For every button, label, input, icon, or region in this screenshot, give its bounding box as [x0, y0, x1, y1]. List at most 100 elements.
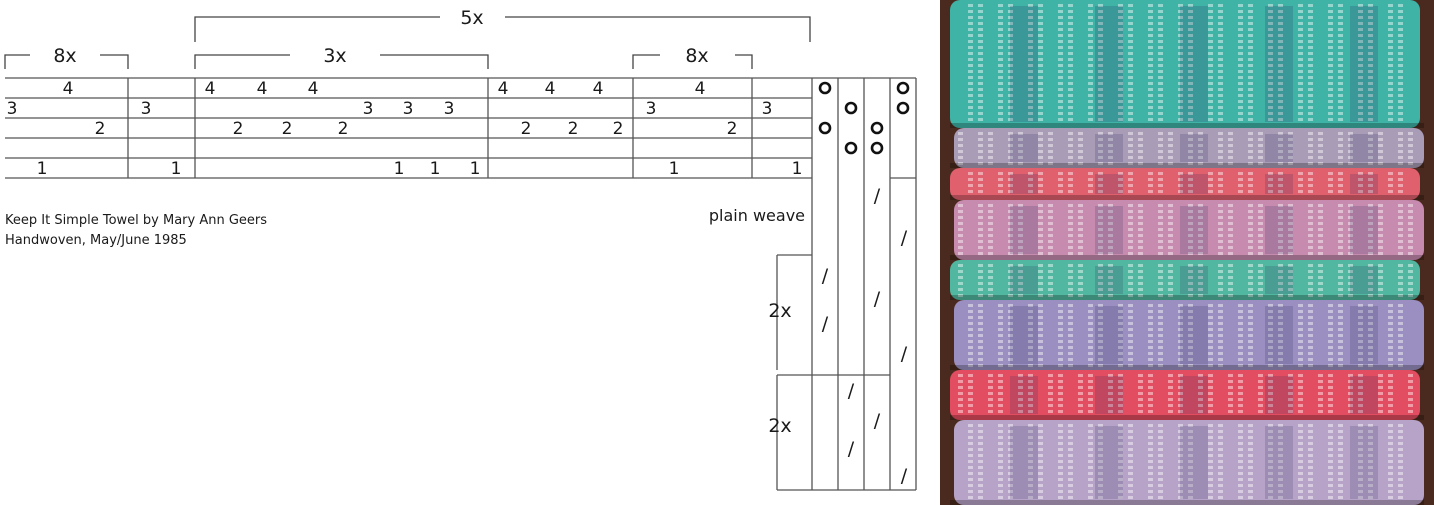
weave-texture — [1378, 210, 1383, 213]
weave-texture — [1258, 392, 1263, 395]
weave-texture — [1128, 100, 1133, 103]
weave-texture — [1028, 28, 1033, 31]
weave-texture — [1398, 448, 1403, 451]
weave-texture — [1368, 138, 1373, 141]
weave-texture — [978, 112, 983, 115]
weave-texture — [1088, 328, 1093, 331]
weave-texture — [1128, 460, 1133, 463]
weave-texture — [1278, 88, 1283, 91]
weave-texture — [1008, 316, 1013, 319]
weave-texture — [1238, 40, 1243, 43]
weave-texture — [1358, 346, 1363, 349]
weave-texture — [1268, 70, 1273, 73]
weave-texture — [978, 334, 983, 337]
weave-texture — [1008, 466, 1013, 469]
weave-texture — [958, 216, 963, 219]
weave-texture — [1098, 190, 1103, 193]
weave-texture — [1338, 40, 1343, 43]
weave-texture — [1288, 144, 1293, 147]
weave-texture — [1118, 322, 1123, 325]
weave-texture — [1298, 424, 1303, 427]
weave-texture — [1398, 358, 1403, 361]
weave-texture — [1388, 190, 1393, 193]
weave-texture — [1278, 228, 1283, 231]
weave-texture — [1038, 246, 1043, 249]
weave-texture — [1248, 346, 1253, 349]
weave-texture — [1298, 64, 1303, 67]
weave-texture — [1088, 472, 1093, 475]
weave-texture — [1278, 310, 1283, 313]
weave-texture — [1178, 448, 1183, 451]
weave-texture — [1168, 222, 1173, 225]
weave-texture — [1398, 82, 1403, 85]
weave-texture — [1378, 252, 1383, 255]
weave-block — [1265, 426, 1293, 499]
weave-texture — [1008, 282, 1013, 285]
weave-texture — [1048, 234, 1053, 237]
weave-texture — [1058, 58, 1063, 61]
weave-texture — [1168, 216, 1173, 219]
weave-texture — [1318, 210, 1323, 213]
weave-texture — [1068, 88, 1073, 91]
weave-texture — [1128, 322, 1133, 325]
thread-3-b: 3 — [141, 99, 152, 119]
weave-texture — [1128, 496, 1133, 499]
weave-texture — [1218, 472, 1223, 475]
weave-texture — [1058, 310, 1063, 313]
weave-texture — [1078, 138, 1083, 141]
weave-texture — [1138, 210, 1143, 213]
weave-texture — [988, 234, 993, 237]
weave-texture — [1208, 88, 1213, 91]
weave-texture — [1278, 436, 1283, 439]
tieup-circle — [818, 121, 832, 135]
weave-texture — [998, 82, 1003, 85]
weave-texture — [1388, 4, 1393, 7]
tieup-circle — [818, 81, 832, 95]
fold-shadow — [950, 415, 1424, 420]
weave-texture — [1118, 106, 1123, 109]
weave-texture — [1308, 16, 1313, 19]
weave-texture — [1148, 490, 1153, 493]
weave-texture — [1008, 204, 1013, 207]
weave-texture — [1308, 316, 1313, 319]
weave-texture — [1008, 252, 1013, 255]
weave-texture — [1028, 190, 1033, 193]
weave-texture — [1308, 40, 1313, 43]
weave-texture — [1068, 270, 1073, 273]
weave-texture — [1148, 352, 1153, 355]
weave-block — [1350, 6, 1378, 122]
weave-texture — [1038, 156, 1043, 159]
weave-texture — [1238, 70, 1243, 73]
weave-texture — [978, 162, 983, 165]
weave-texture — [1218, 216, 1223, 219]
weave-texture — [1338, 358, 1343, 361]
weave-texture — [1048, 240, 1053, 243]
weave-texture — [1098, 316, 1103, 319]
weave-texture — [1368, 460, 1373, 463]
weave-texture — [1128, 184, 1133, 187]
weave-texture — [1388, 172, 1393, 175]
weave-texture — [988, 240, 993, 243]
weave-texture — [1408, 374, 1413, 377]
weave-texture — [1118, 392, 1123, 395]
weave-texture — [1228, 138, 1233, 141]
weave-texture — [1028, 466, 1033, 469]
weave-texture — [1358, 478, 1363, 481]
weave-texture — [1338, 150, 1343, 153]
weave-texture — [1358, 46, 1363, 49]
weave-texture — [1118, 310, 1123, 313]
weave-texture — [1208, 184, 1213, 187]
weave-texture — [1158, 204, 1163, 207]
weave-texture — [1038, 340, 1043, 343]
weave-texture — [978, 10, 983, 13]
weave-texture — [1358, 472, 1363, 475]
weave-texture — [1128, 442, 1133, 445]
weave-block — [1010, 266, 1038, 294]
weave-texture — [1198, 216, 1203, 219]
weave-texture — [1068, 234, 1073, 237]
weave-texture — [1368, 430, 1373, 433]
weave-texture — [1298, 392, 1303, 395]
weave-texture — [1008, 322, 1013, 325]
weave-texture — [1058, 172, 1063, 175]
weave-texture — [1088, 448, 1093, 451]
